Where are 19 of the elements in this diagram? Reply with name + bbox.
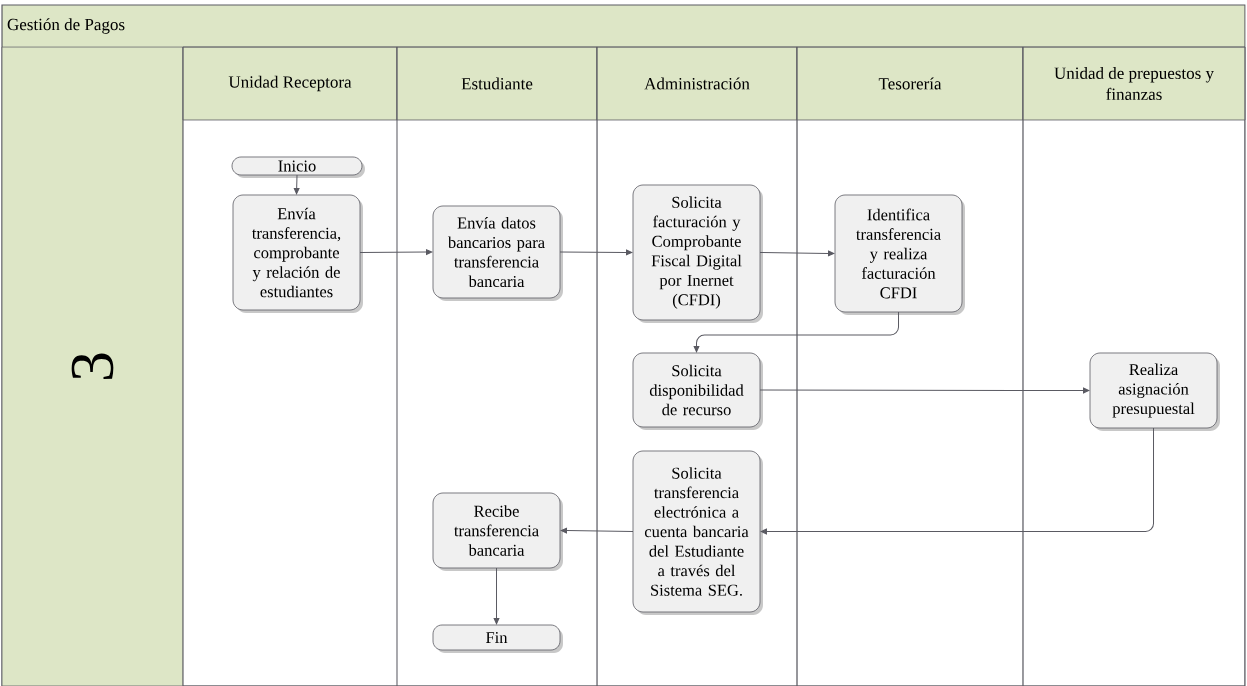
process-box: Recibe transferencia bancaria xyxy=(432,492,563,571)
arrow xyxy=(560,527,634,534)
process-box: Solicita transferencia electrónica a cuenta bancaria del Estudiante a través del Sistema SEG. xyxy=(632,450,763,615)
process-box: Envía transferencia, comprobante y relación de estudiantes xyxy=(232,194,363,313)
process-box: Identifica transferencia y realiza facturación CFDI xyxy=(834,194,965,315)
process-box: Solicita disponibilidad de recurso xyxy=(632,352,763,430)
arrow xyxy=(493,567,500,625)
arrow xyxy=(759,387,1090,394)
arrow xyxy=(693,311,899,353)
arrow xyxy=(760,427,1154,535)
arrow xyxy=(359,249,433,255)
arrow xyxy=(759,250,835,257)
terminal: Inicio xyxy=(231,156,365,178)
terminal: Fin xyxy=(432,624,563,653)
arrow xyxy=(293,174,300,195)
process-box: Envía datos bancarios para transferencia bancaria xyxy=(432,205,563,301)
process-box: Solicita facturación y Comprobante Fiscal Digital por Inernet (CFDI) xyxy=(632,184,763,323)
arrow xyxy=(559,249,633,256)
process-box: Realiza asignación presupuestal xyxy=(1089,352,1220,431)
